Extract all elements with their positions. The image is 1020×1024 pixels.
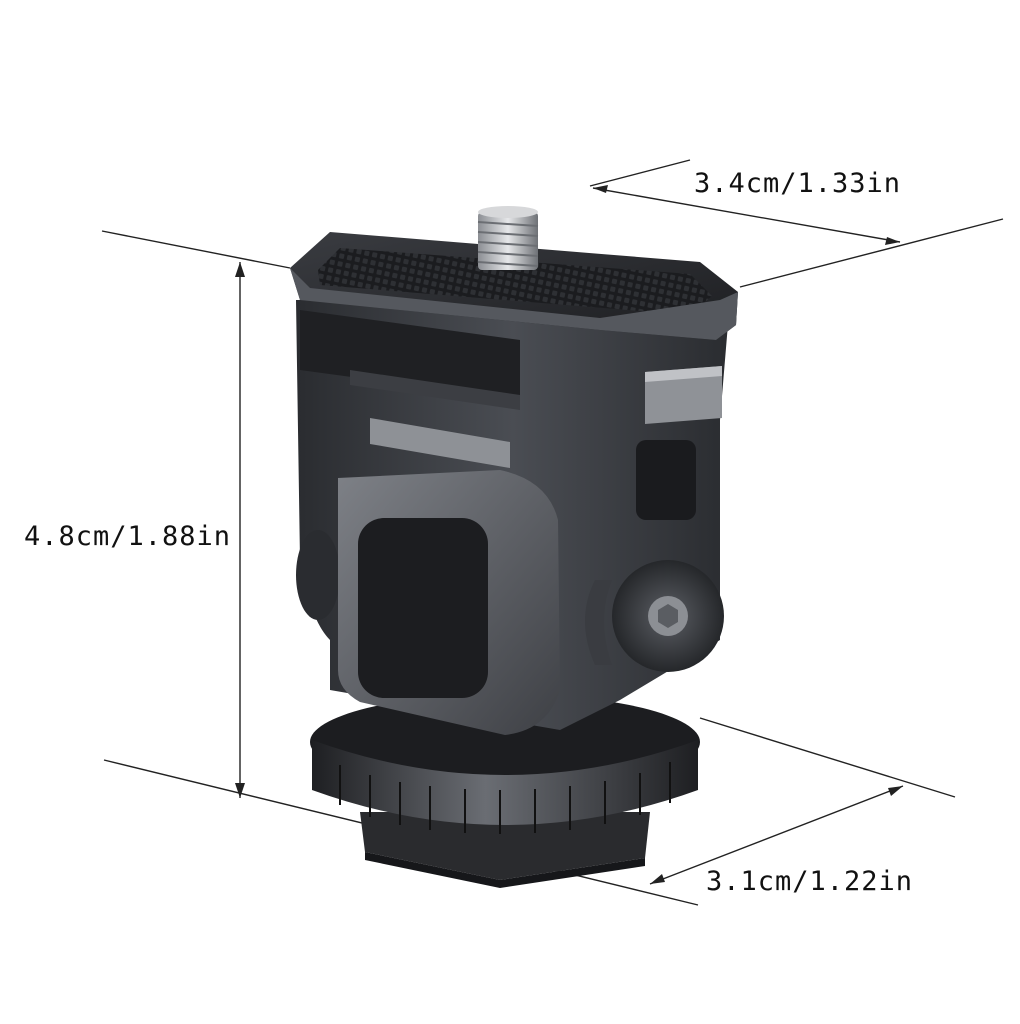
top-width-dimension-line bbox=[592, 187, 901, 243]
arrowhead-height-top bbox=[235, 262, 245, 277]
bottom-extension-line-right bbox=[699, 717, 956, 798]
arrowhead-bottom-left bbox=[650, 874, 665, 884]
quick-release-lever-top bbox=[645, 366, 722, 382]
camera-cold-shoe-mount-icon bbox=[290, 206, 738, 888]
shoe-base-plate bbox=[360, 812, 650, 880]
bottom-width-dimension-line bbox=[649, 785, 904, 885]
arrowhead-height-bottom bbox=[235, 783, 245, 798]
side-window-cutout bbox=[636, 440, 696, 520]
shoe-insert-plate bbox=[370, 418, 510, 468]
height-label: 4.8cm/1.88in bbox=[24, 521, 232, 552]
left-side-knob bbox=[296, 530, 340, 620]
locking-ring-top bbox=[310, 694, 700, 790]
top-extension-line-left bbox=[101, 230, 291, 269]
arrowhead-top-right bbox=[885, 237, 900, 245]
mounting-screw-icon bbox=[478, 212, 538, 270]
knob-collar bbox=[585, 580, 612, 665]
arrowhead-top-left bbox=[593, 185, 608, 193]
top-width-label: 3.4cm/1.33in bbox=[694, 168, 902, 199]
arrowhead-bottom-right bbox=[888, 786, 903, 796]
top-extension-line-right bbox=[739, 218, 1004, 288]
locking-ring-grooves bbox=[339, 762, 671, 834]
dimension-arrowheads bbox=[235, 185, 903, 884]
screw-thread-lines bbox=[477, 221, 539, 267]
tilt-head-face bbox=[358, 518, 488, 698]
hex-socket-icon bbox=[658, 604, 678, 628]
knurled-plate-surface bbox=[318, 248, 712, 315]
screw-tip bbox=[478, 206, 538, 218]
clamp-rail-slot bbox=[350, 370, 520, 410]
bottom-width-label: 3.1cm/1.22in bbox=[706, 866, 914, 897]
top-extension-line-upper bbox=[589, 159, 691, 187]
top-plate-edge bbox=[290, 268, 738, 340]
shoe-base-edge bbox=[365, 852, 645, 888]
locking-ring-body bbox=[312, 740, 698, 825]
